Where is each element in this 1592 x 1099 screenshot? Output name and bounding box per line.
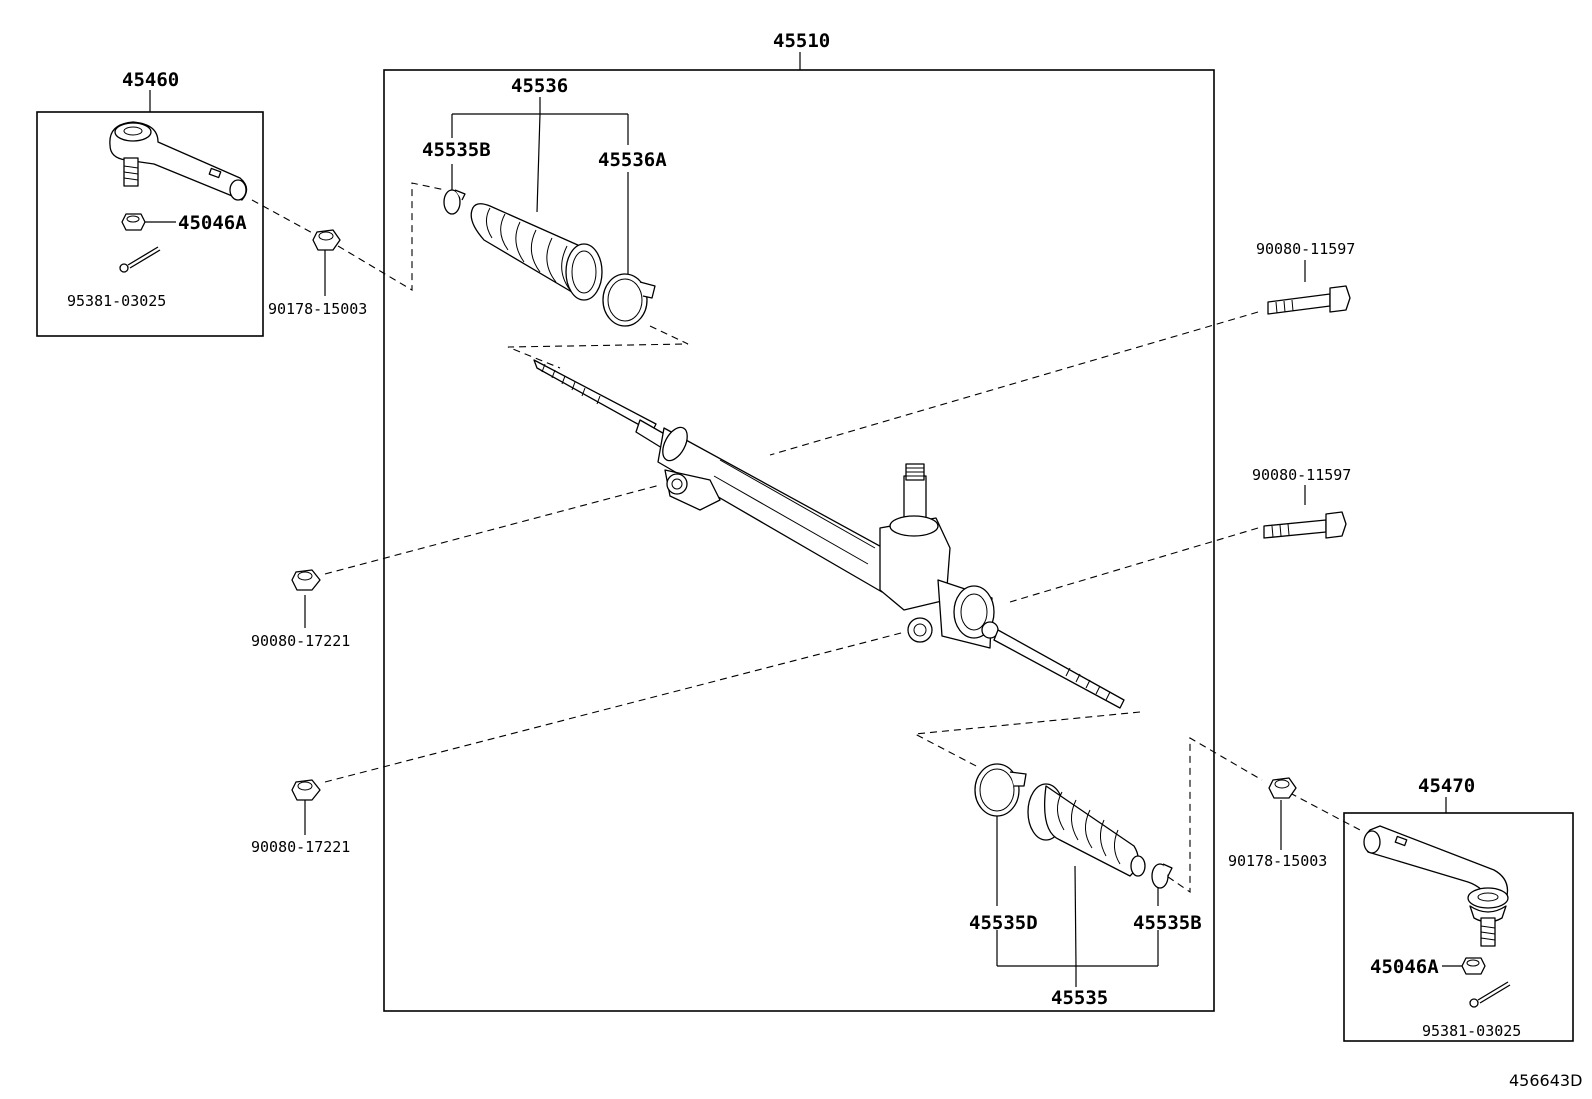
- steering-gear-assembly-box: [383, 69, 1215, 1012]
- label-bolt-lower: 90080-11597: [1252, 466, 1351, 484]
- label-lock-nut-right: 90178-15003: [1228, 852, 1327, 870]
- tie-rod-end-right[interactable]: [1363, 825, 1509, 947]
- label-cotter-pin-right: 95381-03025: [1422, 1022, 1521, 1040]
- diagram-reference-number: 456643D: [1509, 1071, 1582, 1090]
- leader-lines: [145, 52, 1464, 987]
- nut-right[interactable]: [1461, 957, 1486, 975]
- assembly-dashed-lines: [251, 182, 1361, 894]
- label-tie-rod-end-right: 45470: [1418, 775, 1475, 797]
- clip-upper[interactable]: [443, 189, 466, 215]
- clip-lower[interactable]: [1151, 863, 1173, 889]
- label-boot-kit-upper: 45536: [511, 75, 568, 97]
- bolt-lower[interactable]: [1263, 511, 1347, 539]
- label-lock-nut-left: 90178-15003: [268, 300, 367, 318]
- label-nut-left: 45046A: [178, 212, 247, 234]
- label-steering-gear-assembly: 45510: [773, 30, 830, 52]
- label-tie-rod-end-left: 45460: [122, 69, 179, 91]
- nut-mount-lower[interactable]: [291, 779, 321, 801]
- cotter-pin-left[interactable]: [119, 246, 161, 273]
- lock-nut-right[interactable]: [1268, 777, 1297, 799]
- label-clip-lower: 45535B: [1133, 912, 1202, 934]
- nut-left[interactable]: [121, 213, 146, 231]
- label-clip-upper: 45535B: [422, 139, 491, 161]
- bolt-upper[interactable]: [1267, 285, 1351, 315]
- tie-rod-end-left[interactable]: [109, 121, 248, 201]
- label-boot-kit-lower: 45535: [1051, 987, 1108, 1009]
- label-cotter-pin-left: 95381-03025: [67, 292, 166, 310]
- clamp-lower[interactable]: [974, 763, 1027, 817]
- cotter-pin-right[interactable]: [1469, 981, 1511, 1008]
- label-nut-right: 45046A: [1370, 956, 1439, 978]
- label-nut-mount-upper: 90080-17221: [251, 632, 350, 650]
- lock-nut-left[interactable]: [312, 229, 341, 251]
- label-clamp-upper: 45536A: [598, 149, 667, 171]
- label-bolt-upper: 90080-11597: [1256, 240, 1355, 258]
- steering-rack[interactable]: [533, 359, 1125, 709]
- clamp-upper[interactable]: [602, 273, 656, 327]
- boot-upper[interactable]: [470, 203, 603, 301]
- tie-rod-end-right-box: [1343, 812, 1574, 1042]
- nut-mount-upper[interactable]: [291, 569, 321, 591]
- label-clamp-lower: 45535D: [969, 912, 1038, 934]
- boot-lower[interactable]: [1027, 783, 1146, 877]
- label-nut-mount-lower: 90080-17221: [251, 838, 350, 856]
